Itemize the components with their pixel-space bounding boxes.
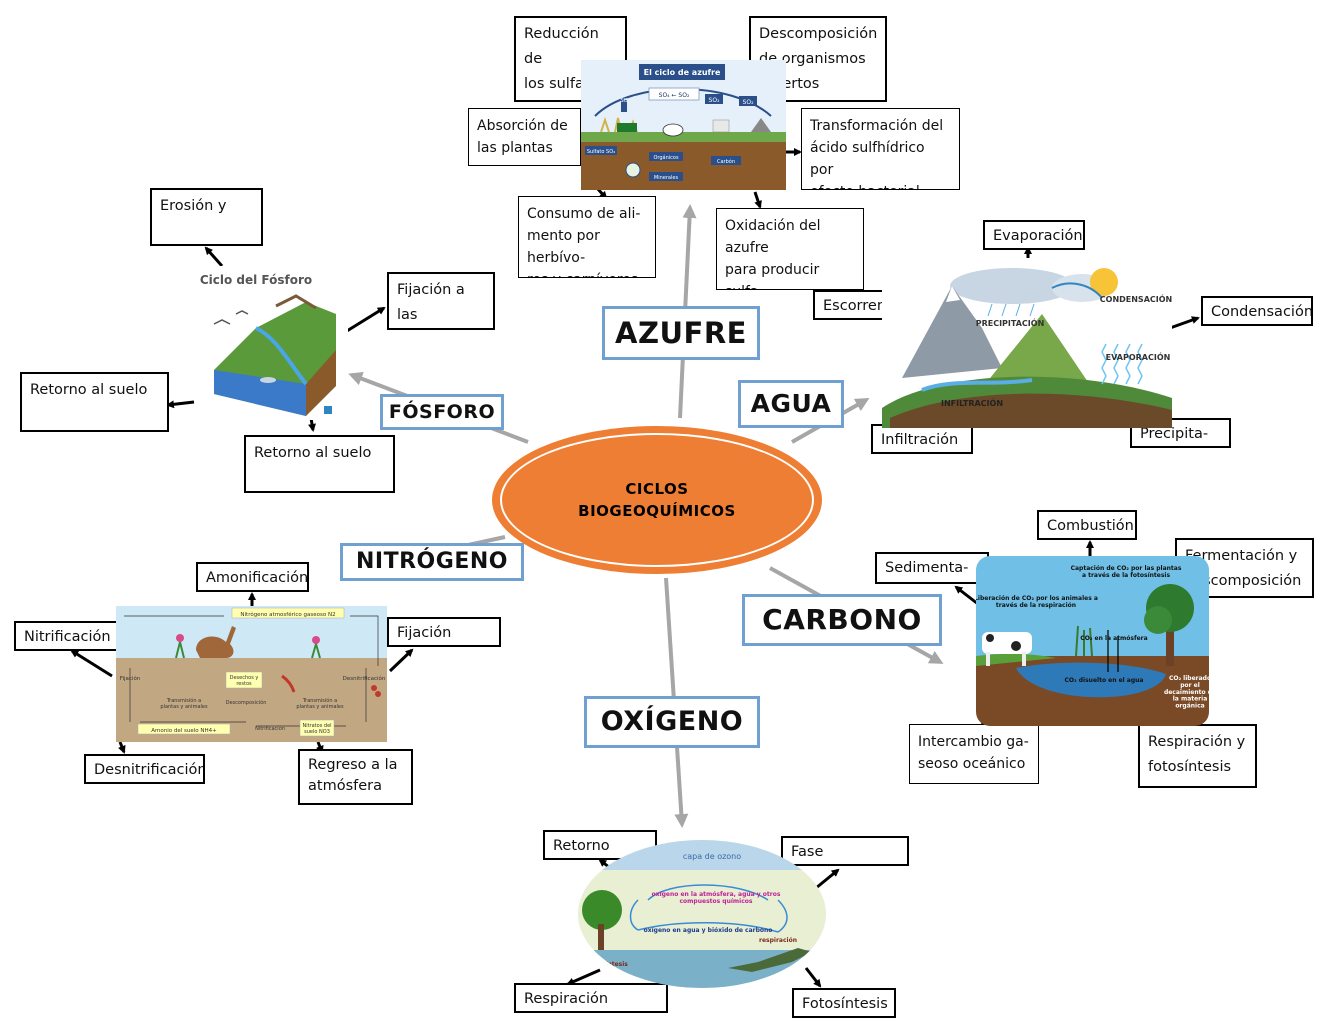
nitrogeno-img-descomposicion: Descomposición	[226, 699, 267, 706]
carbono-respiracion-box: Respiración y fotosíntesis	[1138, 724, 1257, 788]
agua-illustration: CONDENSACIÓN PRECIPITACIÓN EVAPORACIÓN I…	[882, 258, 1172, 428]
fosforo-img-title: Ciclo del Fósforo	[200, 273, 312, 287]
azufre-img-sulfato: Sulfato SO₄	[587, 149, 615, 155]
agua-img-evaporacion: EVAPORACIÓN	[1106, 351, 1171, 362]
carbono-fermentacion-box: Fermentación y descomposición	[1175, 538, 1314, 598]
nitrogeno-img-desnitrificacion: Desnitrificación	[343, 675, 386, 682]
carbono-intercambio-box: Intercambio ga- seoso oceánico	[909, 724, 1039, 784]
nitrogeno-img-nitrificacion: Nitrificación	[255, 725, 285, 732]
azufre-transformacion-box: Transformación del ácido sulfhídrico por…	[801, 108, 960, 190]
oxigeno-img-respiracion: respiración	[759, 937, 797, 944]
center-node: CICLOS BIOGEOQUÍMICOS	[500, 433, 814, 567]
agua-evaporacion-box: Evaporación	[983, 220, 1085, 250]
azufre-oxidacion-box: Oxidación del azufre para producir sulfa…	[716, 208, 864, 290]
azufre-img-carbon: Carbón	[717, 158, 735, 165]
azufre-img-so2-a: SO₂	[709, 97, 721, 104]
agua-infiltracion-box: Infiltración	[871, 424, 973, 454]
azufre-img-title: El ciclo de azufre	[644, 68, 721, 77]
nitrogeno-nitrificacion-box: Nitrificación	[14, 621, 130, 651]
carbono-img-disuelto: CO₂ disuelto en el agua	[1065, 677, 1144, 684]
nitrogeno-img-amonio: Amonio del suelo NH4+	[151, 728, 217, 734]
nitrogeno-illustration: Nitrógeno atmosférico gaseoso N2 Fijació…	[116, 606, 387, 742]
azufre-img-so2-b: SO₂	[743, 99, 755, 106]
oxigeno-fase-box: Fase atmosférica	[781, 836, 909, 866]
fosforo-retorno2-box: Retorno al suelo	[244, 435, 395, 493]
nitrogeno-regreso-box: Regreso a la atmósfera	[298, 749, 413, 805]
fosforo-illustration: Ciclo del Fósforo	[196, 266, 348, 420]
agua-img-precipitacion: PRECIPITACIÓN	[976, 317, 1045, 328]
azufre-illustration: El ciclo de azufre SO SO₄ ← SO₂ SO₂ SO₂ …	[581, 60, 786, 190]
carbono-sedimenta-box: Sedimenta-	[875, 552, 989, 584]
topic-carbono: CARBONO	[742, 594, 942, 646]
azufre-consumo-box: Consumo de ali- mento por herbívo- ros y…	[518, 196, 656, 278]
topic-nitrogeno: NITRÓGENO	[340, 543, 524, 581]
nitrogeno-img-banner: Nitrógeno atmosférico gaseoso N2	[240, 611, 335, 618]
topic-oxigeno: OXÍGENO	[584, 696, 760, 748]
oxigeno-img-agua: oxígeno en agua y bióxido de carbono	[644, 927, 773, 934]
carbono-combustion-box: Combustión	[1037, 510, 1137, 540]
azufre-img-minerales: Minerales	[654, 175, 679, 181]
fosforo-retorno1-box: Retorno al suelo	[20, 372, 169, 432]
topic-agua: AGUA	[738, 380, 844, 428]
azufre-img-organicos: Orgánicos	[653, 154, 679, 161]
oxigeno-img-ozono: capa de ozono	[683, 852, 741, 861]
azufre-descomposicion-box: Descomposición de organismos muertos	[749, 16, 887, 102]
agua-condensacion-box: Condensación	[1201, 296, 1313, 326]
carbono-img-atmosfera: CO₂ en la atmósfera	[1080, 635, 1147, 642]
topic-fosforo: FÓSFORO	[380, 394, 504, 430]
topic-azufre: AZUFRE	[602, 306, 760, 360]
azufre-img-so: SO	[620, 98, 627, 104]
nitrogeno-img-fijacion: Fijación	[120, 675, 141, 682]
oxigeno-illustration: capa de ozono oxígeno en la atmósfera, a…	[578, 840, 826, 988]
nitrogeno-amonificacion-box: Amonificación	[196, 562, 309, 592]
agua-img-infiltracion: INFILTRACIÓN	[941, 397, 1003, 408]
oxigeno-respiracion-box: Respiración	[514, 983, 668, 1013]
agua-img-condensacion: CONDENSACIÓN	[1100, 293, 1172, 304]
fosforo-fijacion-box: Fijación a las	[387, 272, 495, 330]
azufre-absorcion-box: Absorción de las plantas	[468, 108, 581, 166]
center-title: CICLOS BIOGEOQUÍMICOS	[578, 480, 736, 520]
oxigeno-fotosintesis-box: Fotosíntesis	[792, 988, 896, 1018]
nitrogeno-desnitrificacion-box: Desnitrificación	[84, 754, 205, 784]
fosforo-erosion-box: Erosión y	[150, 188, 263, 246]
nitrogeno-fijacion-box: Fijación	[387, 617, 501, 647]
azufre-img-so-pair: SO₄ ← SO₂	[659, 92, 690, 99]
